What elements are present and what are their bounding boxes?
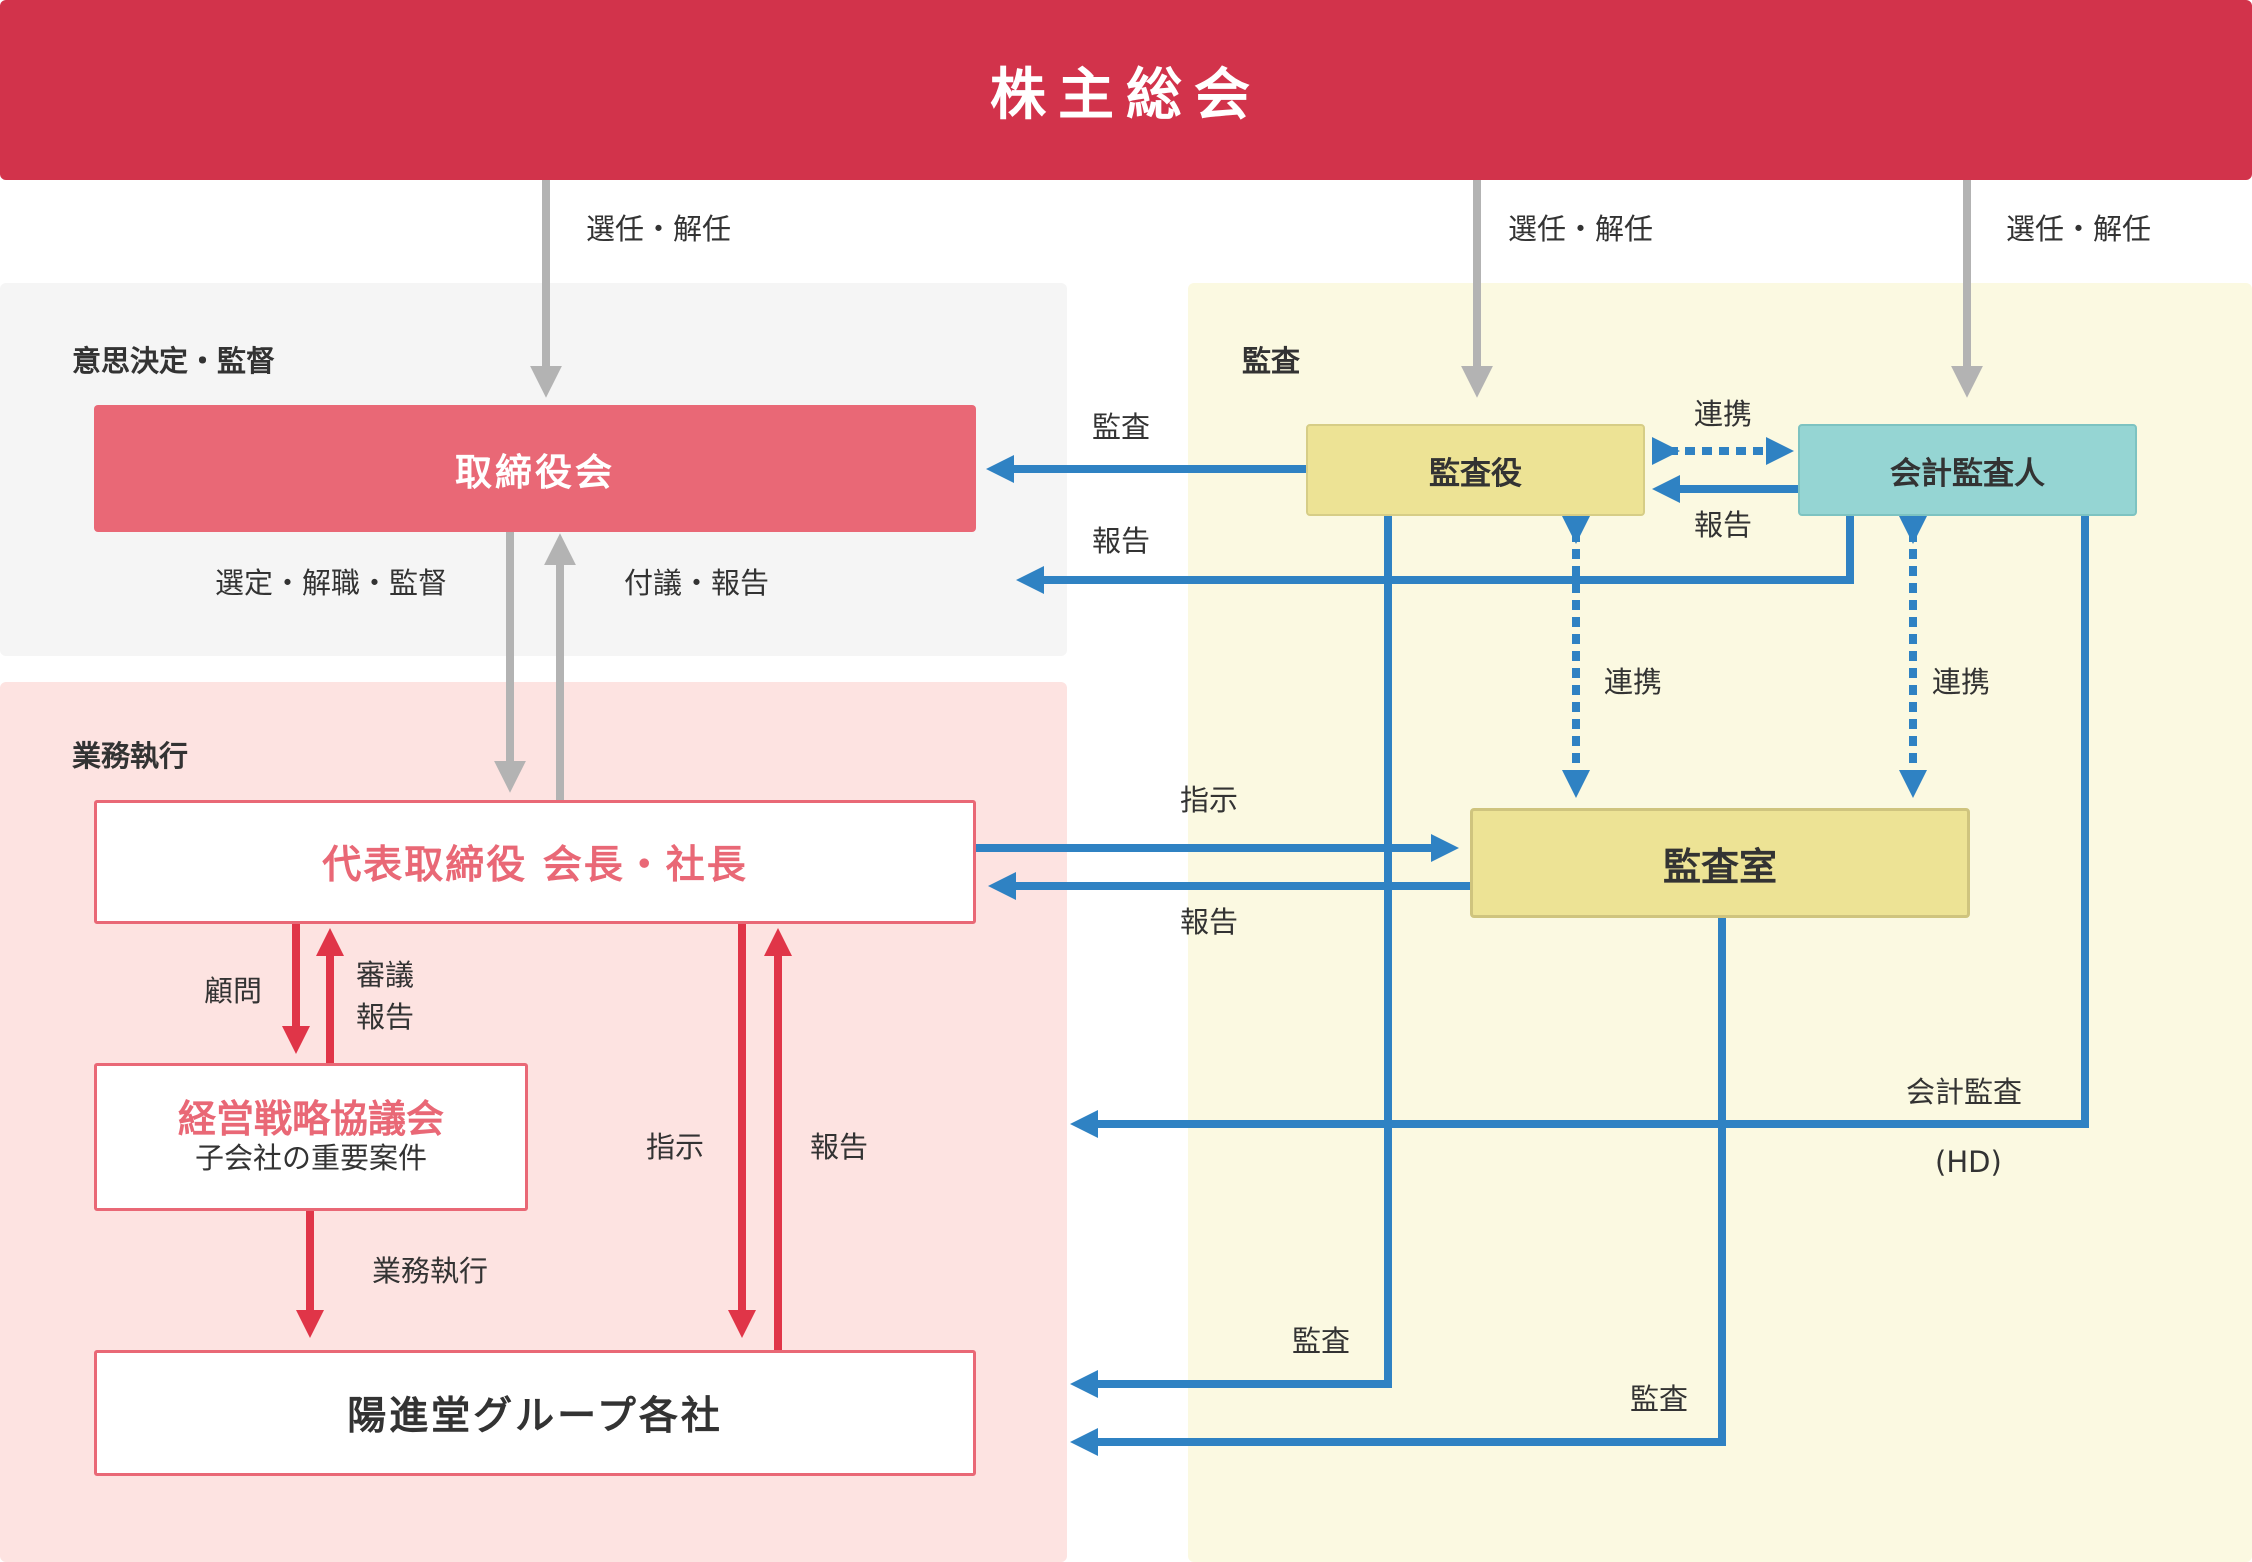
label-report-board: 報告 xyxy=(1092,524,1151,558)
label-link-right: 連携 xyxy=(1932,665,1991,699)
accounting-auditor-box: 会計監査人 xyxy=(1798,424,2137,516)
group-companies-box: 陽進堂グループ各社 xyxy=(94,1350,976,1476)
section-title-decision: 意思決定・監督 xyxy=(72,344,276,378)
strategy-council-label: 経営戦略協議会 xyxy=(177,1096,444,1141)
label-deliberate: 審議 xyxy=(356,958,415,992)
accounting-auditor-label: 会計監査人 xyxy=(1890,455,2045,492)
president-box: 代表取締役 会長・社長 xyxy=(94,800,976,924)
president-label: 代表取締役 会長・社長 xyxy=(322,843,748,888)
auditors-label: 監査役 xyxy=(1429,455,1522,492)
section-title-execution: 業務執行 xyxy=(72,739,189,773)
label-link-top: 連携 xyxy=(1694,397,1753,431)
group-companies-label: 陽進堂グループ各社 xyxy=(347,1394,723,1439)
label-elect-2: 選任・解任 xyxy=(1508,212,1654,246)
label-hd: (HD) xyxy=(1935,1145,2002,1179)
label-link-left: 連携 xyxy=(1604,665,1663,699)
label-submit: 付議・報告 xyxy=(624,566,770,600)
label-audit-group-1: 監査 xyxy=(1292,1324,1351,1358)
strategy-council-sub-label: 子会社の重要案件 xyxy=(194,1141,427,1176)
section-title-audit: 監査 xyxy=(1242,344,1301,378)
label-select: 選定・解職・監督 xyxy=(215,566,448,600)
board-of-directors-label: 取締役会 xyxy=(455,450,615,494)
audit-office-label: 監査室 xyxy=(1662,844,1777,889)
shareholders-meeting-bar: 株主総会 xyxy=(0,0,2252,180)
board-of-directors-box: 取締役会 xyxy=(94,405,976,532)
label-instruct-group: 指示 xyxy=(646,1130,705,1164)
auditors-box: 監査役 xyxy=(1306,424,1645,516)
label-audit-board: 監査 xyxy=(1092,410,1151,444)
label-audit-group-2: 監査 xyxy=(1630,1382,1689,1416)
label-business-exec: 業務執行 xyxy=(372,1254,489,1288)
audit-office-box: 監査室 xyxy=(1470,808,1970,918)
label-elect-1: 選任・解任 xyxy=(586,212,732,246)
label-instruct-office: 指示 xyxy=(1180,783,1239,817)
label-report-group: 報告 xyxy=(810,1130,869,1164)
label-accounting-audit: 会計監査 xyxy=(1906,1075,2023,1109)
label-elect-3: 選任・解任 xyxy=(2006,212,2152,246)
shareholders-meeting-title: 株主総会 xyxy=(990,62,1262,128)
office-audit-group-arrow xyxy=(1070,918,1726,1456)
report-board-arrow xyxy=(1016,515,1854,594)
label-advise: 顧問 xyxy=(204,974,263,1008)
accounting-audit-arrow xyxy=(1070,515,2089,1138)
strategy-council-box: 経営戦略協議会 子会社の重要案件 xyxy=(94,1063,528,1211)
auditors-audit-group-arrow xyxy=(1070,515,1392,1398)
label-deliberate-report: 報告 xyxy=(356,1000,415,1034)
label-report-office: 報告 xyxy=(1180,905,1239,939)
label-report-top: 報告 xyxy=(1694,508,1753,542)
